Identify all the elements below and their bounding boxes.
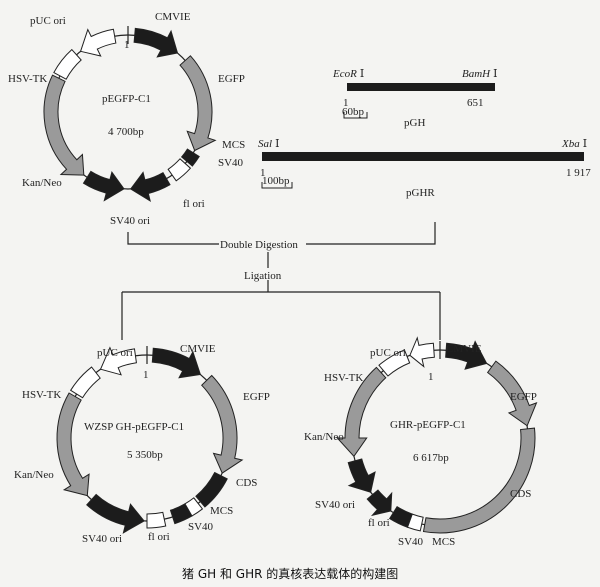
p3-fl-ori-segment (366, 489, 393, 517)
p1-puc-ori-label: pUC ori (30, 15, 66, 27)
p2-egfp-label: EGFP (243, 391, 270, 403)
plasmid-pegfp-c1: pUC ori CMVIE EGFP MCS SV40 fl ori SV40 … (8, 11, 245, 227)
p1-kan-neo-label: Kan/Neo (22, 177, 62, 189)
p2-mcs-label: MCS (210, 505, 233, 517)
p3-sv40-ori-segment (347, 458, 376, 493)
p2-cds-label: CDS (236, 477, 257, 489)
p1-cmvie-segment (133, 27, 179, 58)
p2-puc-ori-segment (99, 346, 137, 376)
p3-cds-segment (422, 427, 536, 534)
gh-start: 1 (343, 97, 349, 109)
p1-fl-ori-segment (129, 171, 171, 203)
ligation-branch-lines (121, 280, 441, 340)
p3-puc-ori-label: pUC ori (370, 347, 406, 359)
p3-size: 6 617bp (413, 452, 449, 464)
p2-egfp-segment (200, 374, 244, 474)
ghr-start: 1 (260, 167, 266, 179)
p3-kan-neo-label: Kan/Neo (304, 431, 344, 443)
gh-insert-bar (347, 83, 495, 91)
p1-mcs-label: MCS (222, 139, 245, 151)
p2-cmvie-label: CMVIE (180, 343, 216, 355)
ghr-insert-bar (262, 152, 584, 161)
p3-cmvie-label: CMVIE (446, 343, 482, 355)
ghr-scale-bracket (261, 182, 293, 189)
p2-size: 5 350bp (127, 449, 163, 461)
plasmid-wzsp-gh-pegfp-c1: pUC ori CMVIE EGFP CDS MCS SV40 fl ori S… (14, 343, 270, 545)
p1-hsv-tk-label: HSV-TK (8, 73, 47, 85)
ghr-end: 1 917 (566, 167, 591, 179)
p2-sv40-ori-segment (86, 493, 145, 534)
p3-sv40-ori-label: SV40 ori (315, 499, 355, 511)
double-digestion-label: Double Digestion (220, 239, 298, 251)
workflow-lines (121, 222, 441, 340)
p1-egfp-segment (179, 55, 217, 152)
p3-name: GHR-pEGFP-C1 (390, 419, 466, 431)
p2-hsv-tk-segment (69, 366, 101, 399)
p3-puc-ori-segment (409, 336, 435, 368)
ligation-label: Ligation (244, 270, 282, 282)
p1-hsv-tk-segment (53, 48, 82, 80)
p3-hsv-tk-label: HSV-TK (324, 372, 363, 384)
p3-cds-label: CDS (510, 488, 531, 500)
ghr-name: pGHR (406, 187, 435, 199)
p2-cds-segment (195, 471, 228, 508)
p1-start-label: 1 (124, 39, 130, 51)
digest-line-right (306, 222, 436, 245)
p1-mcs-segment (180, 148, 200, 167)
figure-caption: 猪 GH 和 GHR 的真核表达载体的构建图 (182, 566, 398, 581)
p3-mcs-segment (406, 513, 424, 532)
p3-sv40-segment (388, 506, 413, 528)
p3-mcs-label: MCS (432, 536, 455, 548)
p2-mcs-segment (184, 497, 204, 517)
p2-fl-ori-segment (146, 511, 167, 529)
p3-egfp-segment (486, 360, 538, 427)
gh-end: 651 (467, 97, 484, 109)
p2-fl-ori-label: fl ori (148, 531, 170, 543)
p1-sv40-ori-label: SV40 ori (110, 215, 150, 227)
digest-line-left (127, 232, 219, 245)
p3-start-label: 1 (428, 371, 434, 383)
p1-egfp-label: EGFP (218, 73, 245, 85)
gh-scale: 60bp (342, 106, 365, 118)
p2-name: WZSP GH-pEGFP-C1 (84, 421, 184, 433)
p3-sv40-label: SV40 (398, 536, 424, 548)
p1-name: pEGFP-C1 (102, 93, 151, 105)
p1-sv40-label: SV40 (218, 157, 244, 169)
ghr-scale: 100bp (262, 175, 290, 187)
p2-start-label: 1 (143, 369, 149, 381)
p3-fl-ori-label: fl ori (368, 517, 390, 529)
p3-egfp-label: EGFP (510, 391, 537, 403)
p3-cmvie-segment (445, 340, 488, 370)
plasmid-ghr-pegfp-c1: pUC ori CMVIE EGFP CDS MCS SV40 fl ori S… (304, 336, 538, 548)
p1-size: 4 700bp (108, 126, 144, 138)
p1-sv40-segment (167, 158, 192, 182)
p1-fl-ori-label: fl ori (183, 198, 205, 210)
p1-cmvie-label: CMVIE (155, 11, 191, 23)
gh-scale-bracket (343, 112, 368, 119)
gh-name: pGH (404, 117, 425, 129)
p1-kan-neo-segment (43, 74, 85, 176)
p3-kan-neo-segment (336, 366, 387, 458)
p2-hsv-tk-label: HSV-TK (22, 389, 61, 401)
p2-cmvie-segment (151, 347, 202, 379)
p3-hsv-tk-segment (378, 349, 411, 377)
p2-kan-neo-segment (56, 392, 90, 497)
p2-puc-ori-label: pUC ori (97, 347, 133, 359)
p1-sv40-ori-segment (82, 170, 125, 202)
p2-sv40-ori-label: SV40 ori (82, 533, 122, 545)
p2-sv40-segment (169, 503, 193, 525)
p2-kan-neo-label: Kan/Neo (14, 469, 54, 481)
p1-puc-ori-segment (79, 28, 117, 57)
p2-sv40-label: SV40 (188, 521, 214, 533)
